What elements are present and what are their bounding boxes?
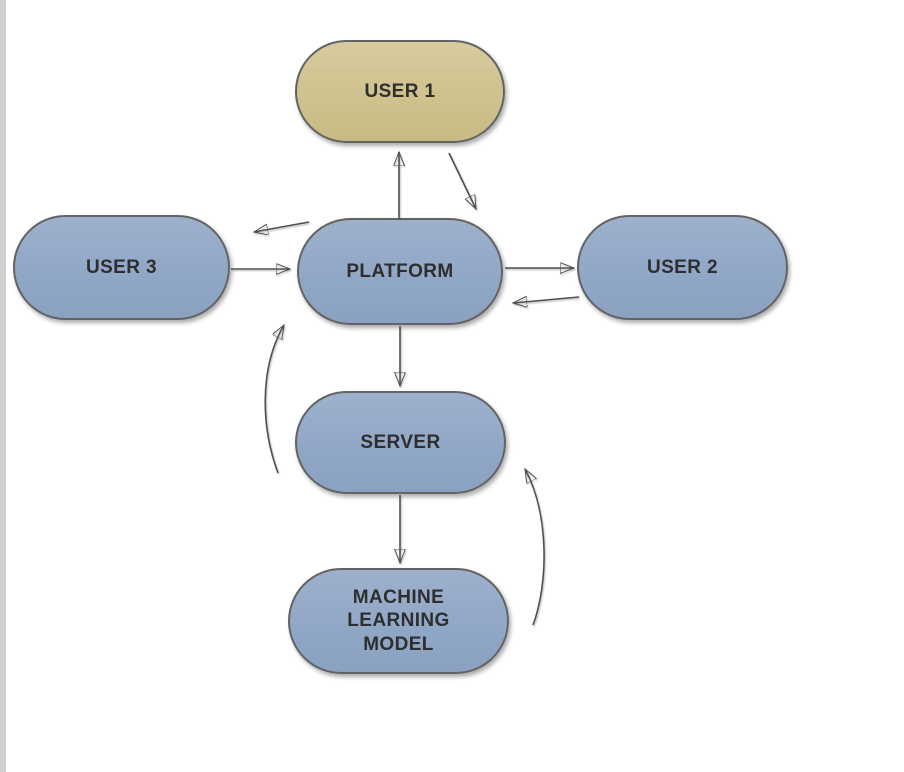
edge-user1-to-platform	[448, 152, 477, 209]
node-label: PLATFORM	[346, 260, 454, 282]
edge-platform-to-user3	[254, 221, 310, 232]
node-label: MACHINE LEARNING MODEL	[347, 587, 450, 655]
node-label: SERVER	[360, 431, 441, 453]
node-server[interactable]: SERVER	[295, 391, 506, 494]
node-user3[interactable]: USER 3	[13, 215, 230, 320]
node-ml-model[interactable]: MACHINE LEARNING MODEL	[288, 568, 509, 674]
node-platform[interactable]: PLATFORM	[297, 218, 503, 325]
edge-server-to-platform-curved	[264, 325, 285, 474]
node-user2[interactable]: USER 2	[577, 215, 788, 320]
node-label: USER 2	[646, 256, 719, 278]
node-label: USER 3	[85, 256, 158, 278]
page-left-gutter	[0, 0, 6, 772]
node-user1[interactable]: USER 1	[295, 40, 505, 143]
node-label: USER 1	[364, 80, 436, 102]
edge-ml-model-to-server-curved	[524, 469, 545, 626]
edge-user2-to-platform	[513, 297, 580, 303]
